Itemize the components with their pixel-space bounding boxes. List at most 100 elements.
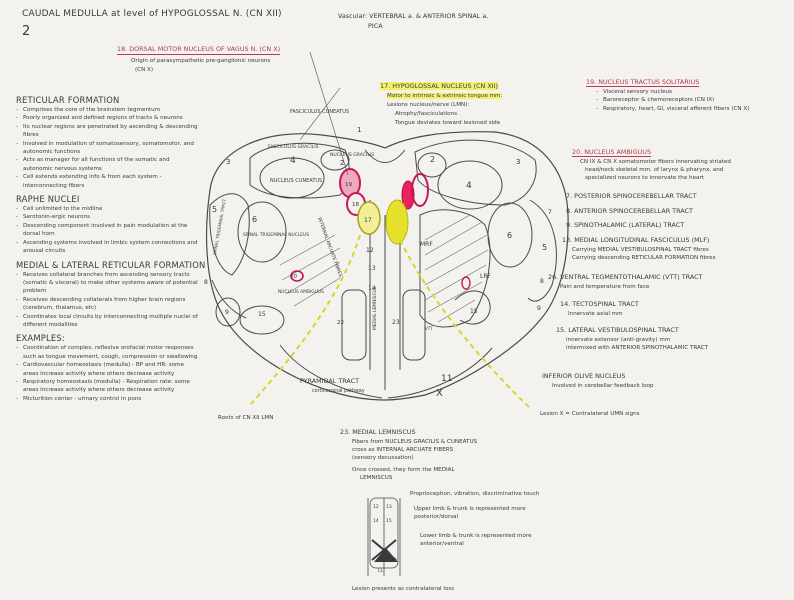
right-nucleus-ambiguus-highlight — [461, 276, 471, 290]
label-num-2-left: 2 — [340, 159, 344, 167]
solitarius-title: 19. NUCLEUS TRACTUS SOLITARIUS — [586, 78, 700, 87]
left-nucleus-ambiguus-highlight — [290, 270, 304, 282]
hypoglossal-title-text: 17. HYPOGLOSSAL NUCLEUS (CN XII) — [380, 82, 498, 90]
right-fasciculus-region — [414, 139, 537, 206]
ambiguus-title-text: 20. NUCLEUS AMBIGUUS — [572, 148, 651, 157]
right-medial-lemniscus-shape — [402, 289, 426, 361]
right-reticular-region — [419, 209, 491, 328]
label-num-3-left: 3 — [226, 158, 230, 166]
tract-13: 13. MEDIAL LONGITUDINAL FASCICULUS (MLF) — [562, 236, 710, 244]
label-nucleus-cuneatus: NUCLEUS CUNEATUS — [270, 178, 322, 184]
ambiguus-line-1: CN IX & CN X somatomotor fibers innervat… — [580, 159, 731, 165]
ml-lesion-bottom: Lesion presents as contralateral loss — [352, 586, 455, 592]
inferior-olive-line: Involved in cerebellar feedback loop — [552, 383, 654, 389]
raphe-item: Ascending systems involved in limbic sys… — [16, 239, 198, 256]
inset-label-15: 15 — [386, 518, 392, 524]
label-num-4-right: 4 — [466, 181, 472, 191]
reticular-item: Cell extends extending info & from each … — [16, 173, 198, 190]
left-pyramid-border — [279, 344, 383, 399]
hypoglossal-line-4: Tongue deviates toward lesioned side — [395, 120, 501, 126]
right-inferior-olive-shape — [454, 290, 491, 325]
ambiguus-line-3: specialized neurons to innervate the hea… — [585, 175, 704, 181]
label-num-5-right: 5 — [542, 243, 547, 252]
label-num-12: 12 — [366, 247, 374, 254]
inset-label-14: 14 — [373, 518, 379, 524]
dmnv-line-2: (CN X) — [135, 67, 154, 73]
ml-inset-note-1: Proprioception, vibration, discriminativ… — [410, 491, 540, 497]
examples-item: Cardiovascular homeostasis (medulla) - B… — [16, 361, 198, 378]
tract-13-sub-2: Carrying descending RETICULAR FORMATION … — [572, 255, 716, 261]
label-lesion-x: X — [436, 388, 443, 399]
ml-line-4: Once crossed, they form the MEDIAL — [352, 467, 455, 473]
raphe-list: Cell unlimited to the midline Serotonin-… — [16, 205, 198, 255]
label-num-5-left: 5 — [212, 205, 217, 214]
tract-9: 9. SPINOTHALAMIC (LATERAL) TRACT — [566, 221, 685, 229]
tract-8: 8. ANTERIOR SPINOCEREBELLAR TRACT — [566, 207, 693, 215]
label-medial-lemniscus: MEDIAL LEMNISCUS — [372, 286, 378, 330]
label-num-8-left: 8 — [204, 279, 208, 286]
right-hypoglossal-nucleus-highlight — [385, 199, 409, 245]
label-fasciculus-gracilis: FASCICULUS GRACILIS — [268, 144, 319, 150]
label-num-15-right: 15 — [470, 308, 478, 315]
left-hypoglossal-nucleus-highlight — [357, 201, 381, 235]
label-nucleus-gracilis: NUCLEUS GRACILIS — [330, 152, 374, 158]
right-lateral-tract-border — [527, 199, 557, 302]
reticular-item: Involved in modulation of somatosensory,… — [16, 140, 198, 157]
ambiguus-line-2: head/neck skeletal mm. of larynx & phary… — [585, 167, 724, 173]
raphe-title: RAPHE NUCLEI — [16, 194, 80, 205]
left-cn12-root-path — [249, 234, 361, 406]
medial-lateral-title: MEDIAL & LATERAL RETICULAR FORMATION — [16, 259, 206, 270]
label-vtt: VTT — [425, 326, 433, 331]
label-num-13: 13 — [368, 265, 376, 272]
ambiguus-title: 20. NUCLEUS AMBIGUUS — [572, 148, 651, 157]
medial-lateral-item: Receives descending collaterals from hig… — [16, 296, 198, 313]
right-nucleus-cuneatus-shape — [437, 160, 503, 210]
label-num-8-right: 8 — [540, 278, 544, 285]
medial-lateral-item: Receives collateral branches from ascend… — [16, 271, 198, 296]
ml-inset-note-3: Lower limb & trunk is represented more a… — [420, 533, 532, 548]
inset-label-ll: LL — [378, 568, 384, 574]
label-num-6-right: 6 — [507, 231, 512, 240]
medial-lemniscus-title: 23. MEDIAL LEMNISCUS — [340, 428, 416, 436]
label-num-18: 18 — [352, 202, 359, 208]
inset-label-12: 12 — [373, 504, 379, 510]
reticular-hatching — [424, 214, 489, 323]
right-nucleus-gracilis-shape — [417, 152, 447, 178]
label-pyramidal-sub: corticospinal pathway — [312, 388, 365, 394]
label-mrf: MRF — [420, 241, 433, 248]
ml-line-1: Fibers from NUCLEUS GRACILIS & CUNEATUS — [352, 439, 478, 445]
label-num-9-right: 9 — [537, 305, 541, 312]
label-num-14: 14 — [368, 285, 376, 292]
left-lateral-tract-border — [211, 279, 247, 319]
vasculature-note: Vascular: VERTEBRAL a. & ANTERIOR SPINAL… — [338, 12, 489, 20]
reticular-item: Comprises the core of the brainstem tegm… — [16, 106, 198, 115]
label-num-6-left: 6 — [252, 215, 257, 224]
solitarius-item: Visceral sensory nucleus — [596, 88, 780, 97]
right-dmnv-highlight — [401, 180, 415, 210]
examples-item: Respiratory homeostasis (medulla) - Resp… — [16, 378, 198, 395]
hypoglossal-line-2: Lesions nucleus/nerve (LMN): — [387, 102, 470, 108]
left-spinal-trigeminal-nucleus-shape — [237, 201, 287, 263]
left-tract-15-shape — [239, 305, 285, 335]
label-num-7: 7 — [548, 209, 552, 216]
label-num-11: 11 — [441, 374, 452, 384]
solitarius-title-text: 19. NUCLEUS TRACTUS SOLITARIUS — [586, 78, 700, 87]
label-num-15-left: 15 — [258, 311, 266, 318]
right-pyramid-border — [387, 347, 493, 399]
tract-15-sub-1: innervate extensor (anti-gravity) mm — [566, 337, 671, 343]
tract-7: 7. POSTERIOR SPINOCEREBELLAR TRACT — [566, 192, 697, 200]
tract-15-sub-2: intermixed with ANTERIOR SPINOTHALAMIC T… — [566, 345, 709, 351]
label-num-3-right: 3 — [516, 158, 520, 166]
hypoglossal-line-1: Motor to intrinsic & extrinsic tongue mm… — [387, 92, 503, 100]
dmnv-title: 18. DORSAL MOTOR NUCLEUS OF VAGUS N. (CN… — [117, 45, 281, 55]
right-nucleus-solitarius-highlight — [411, 173, 429, 207]
solitarius-item: Respiratory, heart, GI, visceral afferen… — [596, 105, 780, 114]
inferior-olive-title: INFERIOR OLIVE NUCLEUS — [542, 372, 626, 380]
reticular-list: Comprises the core of the brainstem tegm… — [16, 106, 198, 190]
reticular-title: RETICULAR FORMATION — [16, 95, 120, 105]
roots-cn12-note: Roots of CN XII LMN — [218, 415, 274, 421]
label-num-17: 17 — [364, 217, 372, 224]
reticular-item: Its nuclear regions are penetrated by as… — [16, 123, 198, 140]
